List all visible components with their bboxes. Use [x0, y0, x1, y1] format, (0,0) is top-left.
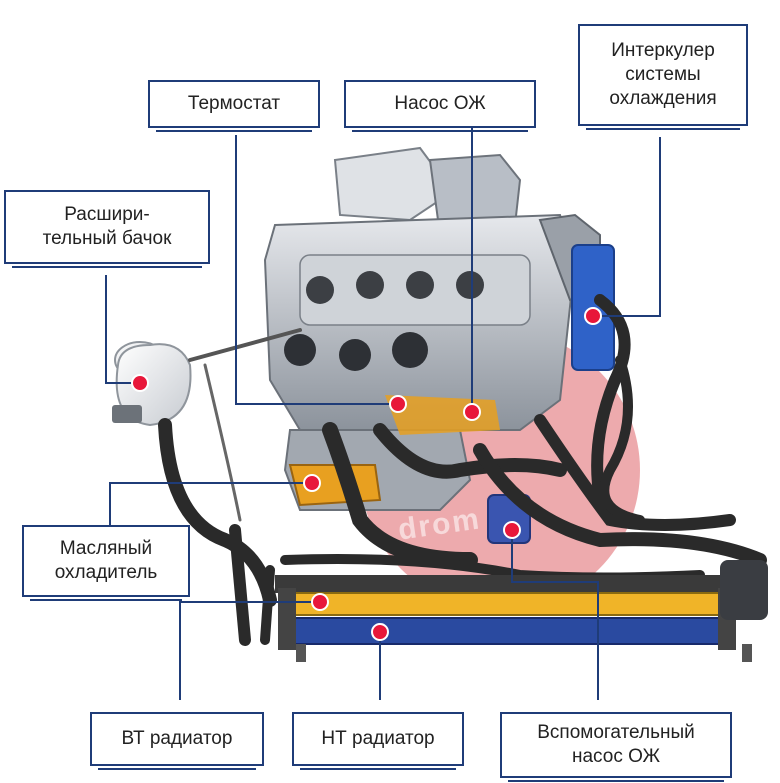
label-oil-cooler: Масляный охладитель: [22, 525, 190, 601]
label-lt-radiator: НТ радиатор: [292, 712, 464, 770]
thermostat-marker-icon: [389, 395, 407, 413]
part-markers: [131, 307, 602, 641]
lt-radiator-marker-icon: [371, 623, 389, 641]
expansion-tank: [112, 341, 192, 427]
coolant-hoses: [158, 294, 767, 646]
ht-radiator-marker-icon: [311, 593, 329, 611]
ht-radiator-core: [289, 592, 721, 616]
radiator-assembly: [275, 560, 768, 662]
aux-pump-marker-icon: [503, 521, 521, 539]
coolant-pump-marker-icon: [463, 403, 481, 421]
expansion-tank-marker-icon: [131, 374, 149, 392]
label-aux-pump: Вспомогательный насос ОЖ: [500, 712, 732, 782]
lt-radiator-core: [289, 617, 721, 645]
label-coolant-pump: Насос ОЖ: [344, 80, 536, 132]
intercooler-marker-icon: [584, 307, 602, 325]
label-thermostat: Термостат: [148, 80, 320, 132]
label-intercooler: Интеркулер системы охлаждения: [578, 24, 748, 130]
oil-cooler-marker-icon: [303, 474, 321, 492]
label-ht-radiator: ВТ радиатор: [90, 712, 264, 770]
label-expansion-tank: Расшири- тельный бачок: [4, 190, 210, 268]
leader-lines: [105, 128, 661, 700]
